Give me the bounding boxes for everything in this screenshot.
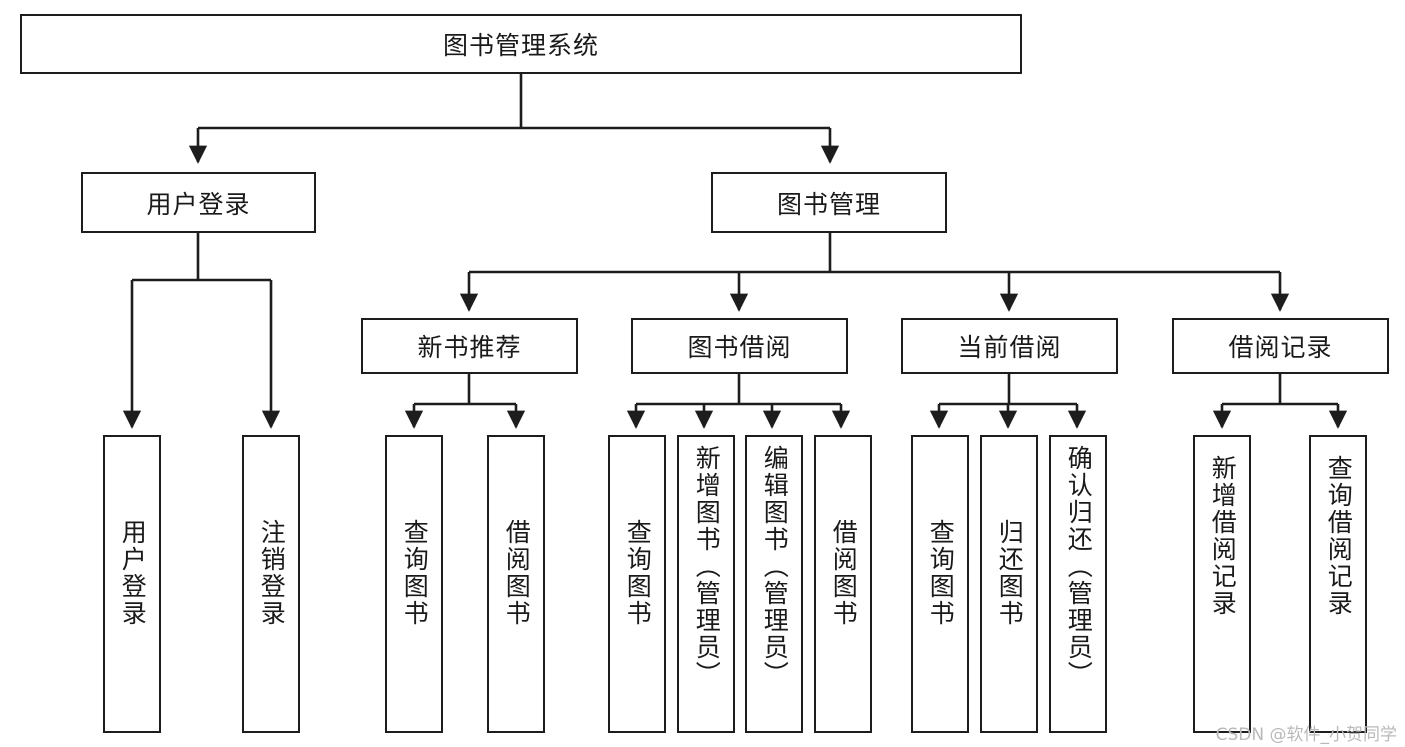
node-book-borrow-label: 图书借阅 [687, 333, 792, 362]
leaf-confirm-return-label: 确认归还（管理员） [1064, 445, 1094, 688]
leaf-borrow-book-1-label: 借阅图书 [502, 519, 532, 627]
leaf-query-book-1-label: 查询图书 [400, 519, 430, 627]
node-borrow-record[interactable]: 借阅记录 [1172, 318, 1389, 374]
leaf-add-record-label: 新增借阅记录 [1208, 455, 1238, 617]
csdn-watermark: CSDN @软件_小贺同学 [1215, 725, 1397, 745]
node-book-manage[interactable]: 图书管理 [711, 172, 947, 233]
leaf-confirm-return[interactable]: 确认归还（管理员） [1049, 435, 1107, 733]
leaf-add-book-label: 新增图书（管理员） [692, 445, 722, 688]
leaf-add-book[interactable]: 新增图书（管理员） [677, 435, 735, 733]
leaf-borrow-book-1[interactable]: 借阅图书 [487, 435, 545, 733]
leaf-return-book[interactable]: 归还图书 [980, 435, 1038, 733]
node-new-book-rec-label: 新书推荐 [417, 333, 522, 362]
node-current-borrow-label: 当前借阅 [957, 333, 1062, 362]
node-root[interactable]: 图书管理系统 [20, 14, 1022, 74]
leaf-query-record-label: 查询借阅记录 [1324, 455, 1354, 617]
leaf-add-record[interactable]: 新增借阅记录 [1193, 435, 1251, 733]
leaf-query-book-3-label: 查询图书 [926, 519, 956, 627]
node-borrow-record-label: 借阅记录 [1228, 333, 1333, 362]
leaf-borrow-book-2[interactable]: 借阅图书 [814, 435, 872, 733]
node-book-manage-label: 图书管理 [776, 189, 881, 219]
leaf-logout[interactable]: 注销登录 [242, 435, 300, 733]
node-user-login-label: 用户登录 [146, 189, 251, 219]
leaf-query-record[interactable]: 查询借阅记录 [1309, 435, 1367, 733]
leaf-query-book-2[interactable]: 查询图书 [608, 435, 666, 733]
leaf-query-book-1[interactable]: 查询图书 [385, 435, 443, 733]
leaf-user-login-label: 用户登录 [118, 519, 148, 627]
leaf-borrow-book-2-label: 借阅图书 [829, 519, 859, 627]
leaf-return-book-label: 归还图书 [995, 519, 1025, 627]
leaf-edit-book[interactable]: 编辑图书（管理员） [745, 435, 803, 733]
node-root-label: 图书管理系统 [442, 31, 599, 60]
leaf-edit-book-label: 编辑图书（管理员） [760, 445, 790, 688]
leaf-logout-label: 注销登录 [257, 519, 287, 627]
node-current-borrow[interactable]: 当前借阅 [901, 318, 1118, 374]
node-book-borrow[interactable]: 图书借阅 [631, 318, 848, 374]
leaf-user-login[interactable]: 用户登录 [103, 435, 161, 733]
leaf-query-book-2-label: 查询图书 [623, 519, 653, 627]
node-new-book-rec[interactable]: 新书推荐 [361, 318, 578, 374]
node-user-login[interactable]: 用户登录 [81, 172, 316, 233]
leaf-query-book-3[interactable]: 查询图书 [911, 435, 969, 733]
